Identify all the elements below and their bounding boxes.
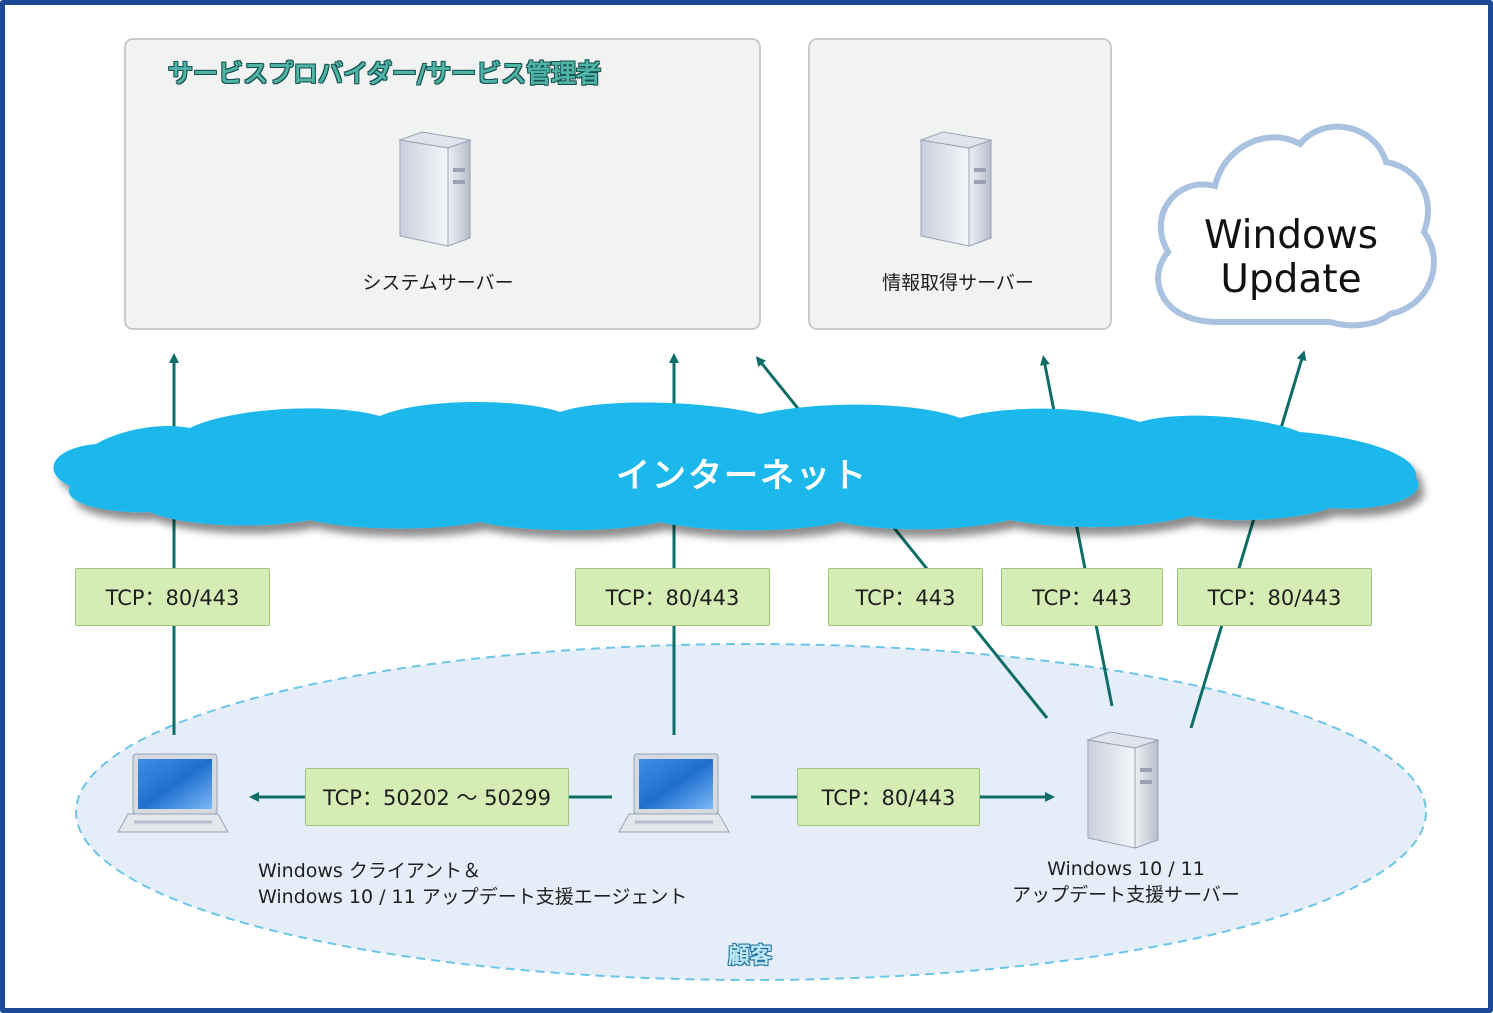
provider-title: サービスプロバイダー/サービス管理者 (168, 59, 602, 88)
port-box-agent-client: TCP：50202 ～ 50299 (305, 768, 569, 826)
update-server-caption-line1: Windows 10 / 11 (1047, 858, 1205, 880)
port-box-server-windows-update: TCP：80/443 (1177, 568, 1372, 626)
system-server-label: システムサーバー (362, 272, 514, 294)
agent-laptop-icon (618, 753, 730, 833)
port-box-agent-system: TCP：80/443 (575, 568, 770, 626)
port-box-server-info: TCP：443 (1001, 568, 1163, 626)
update-server-caption: Windows 10 / 11 アップデート支援サーバー (986, 856, 1266, 908)
update-server-icon (1086, 731, 1159, 849)
internet-cloud-icon (53, 401, 1419, 531)
client-laptop-icon (117, 753, 229, 833)
arrow-update-server-to-windows-update (1189, 350, 1307, 729)
system-server-icon (398, 131, 472, 247)
windows-update-cloud-icon (1155, 123, 1437, 329)
port-box-client-system: TCP：80/443 (75, 568, 270, 626)
port-box-server-system: TCP：443 (828, 568, 983, 626)
windows-update-line2: Update (1220, 257, 1362, 302)
customer-label: 顧客 (727, 944, 772, 969)
provider-panel (124, 38, 761, 330)
client-caption: Windows クライアント＆ Windows 10 / 11 アップデート支援… (258, 858, 687, 910)
windows-update-label: Windows Update (1180, 214, 1402, 302)
port-box-agent-update-server: TCP：80/443 (797, 768, 980, 826)
windows-update-line1: Windows (1203, 213, 1379, 258)
internet-label: インターネット (616, 456, 868, 496)
customer-area (75, 643, 1427, 981)
update-server-caption-line2: アップデート支援サーバー (1012, 884, 1240, 906)
client-caption-line2: Windows 10 / 11 アップデート支援エージェント (258, 886, 688, 908)
info-server-label: 情報取得サーバー (882, 272, 1034, 294)
client-caption-line1: Windows クライアント＆ (258, 860, 482, 882)
info-server-icon (919, 131, 993, 247)
